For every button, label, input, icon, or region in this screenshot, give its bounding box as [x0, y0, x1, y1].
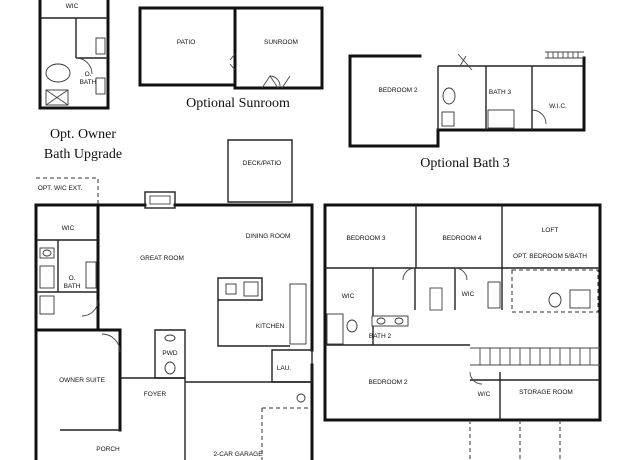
- patio-label: PATIO: [177, 39, 196, 46]
- bedroom2-opt-label: BEDROOM 2: [378, 87, 417, 94]
- o-bath-main-label-2: BATH: [64, 283, 81, 290]
- foyer-label: FOYER: [144, 391, 167, 398]
- wic-opt-label: W.I.C.: [549, 103, 567, 110]
- deck-patio-label: DECK/PATIO: [243, 160, 281, 167]
- wic-top-label: WIC: [66, 3, 79, 10]
- great-room-label: GREAT ROOM: [140, 255, 184, 262]
- lau-label: LAU.: [277, 365, 292, 372]
- bedroom4-label: BEDROOM 4: [442, 235, 481, 242]
- wic-main-label: WIC: [62, 225, 75, 232]
- upper-floor-plan: BEDROOM 3 BEDROOM 4 LOFT OPT. BEDROOM 5/…: [323, 203, 602, 460]
- o-bath-top-label-1: O.: [85, 71, 92, 78]
- wic-b4-label: WIC: [462, 291, 475, 298]
- owner-bath-upgrade-plan: WIC O. BATH Opt. Owner Bath Upgrade: [38, 0, 122, 162]
- wic-b3-label: WIC: [342, 293, 355, 300]
- wic-b2-label: W/C: [478, 391, 491, 398]
- owner-bath-caption-2: Bath Upgrade: [44, 147, 122, 162]
- o-bath-top-label-2: BATH: [80, 79, 97, 86]
- o-bath-main-label-1: O.: [69, 275, 76, 282]
- garage-label: 2-CAR GARAGE: [213, 451, 263, 458]
- bath2-label: BATH 2: [369, 333, 392, 340]
- bath3-caption: Optional Bath 3: [420, 156, 509, 171]
- sunroom-caption: Optional Sunroom: [186, 96, 290, 111]
- porch-label: PORCH: [96, 446, 120, 453]
- opt-bedroom5-label: OPT. BEDROOM 5/BATH: [513, 253, 587, 260]
- bedroom3-label: BEDROOM 3: [346, 235, 385, 242]
- main-floor-plan: DECK/PATIO OPT. WIC EXT. WIC O. BATH OWN…: [34, 139, 314, 460]
- storage-room-label: STORAGE ROOM: [519, 389, 573, 396]
- pwd-label: PWD: [162, 350, 177, 357]
- sunroom-label: SUNROOM: [264, 39, 298, 46]
- bath3-label: BATH 3: [489, 89, 512, 96]
- owner-suite-label: OWNER SUITE: [59, 377, 106, 384]
- bath3-plan: BEDROOM 2 BATH 3 W.I.C. Optional Bath 3: [348, 51, 586, 171]
- sunroom-plan: PATIO SUNROOM Optional Sunroom: [138, 6, 324, 111]
- loft-label: LOFT: [542, 227, 559, 234]
- bedroom2-up-label: BEDROOM 2: [368, 379, 407, 386]
- dining-room-label: DINING ROOM: [246, 233, 291, 240]
- owner-bath-caption-1: Opt. Owner: [50, 127, 116, 142]
- opt-wic-ext-label: OPT. WIC EXT.: [38, 185, 83, 192]
- kitchen-label: KITCHEN: [256, 323, 285, 330]
